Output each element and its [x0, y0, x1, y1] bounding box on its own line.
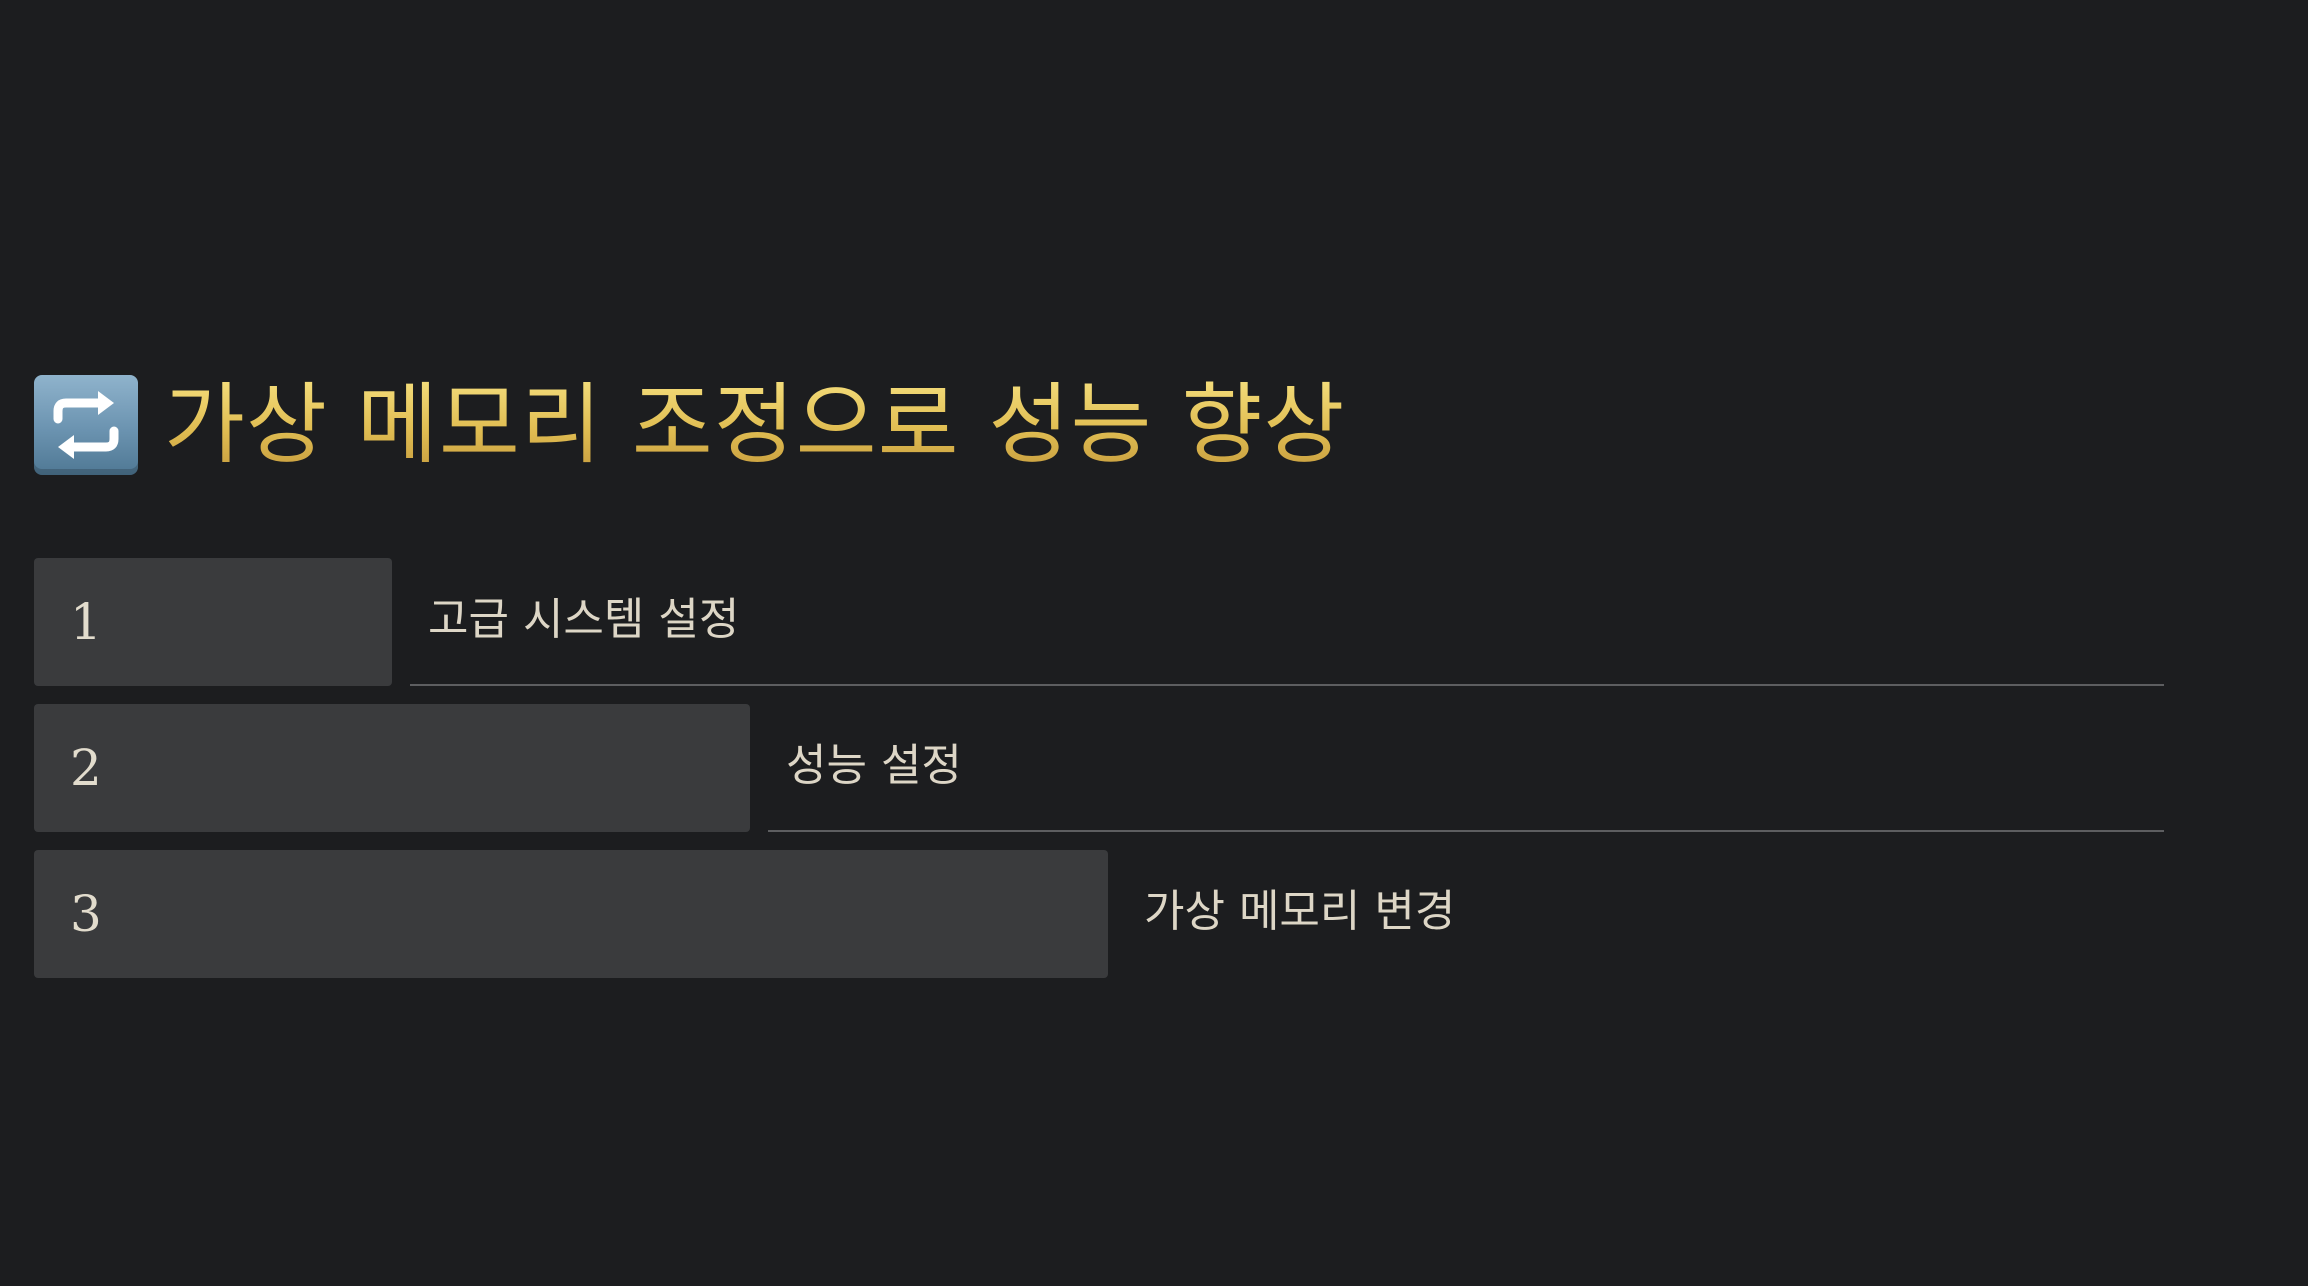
step-bar — [34, 850, 1108, 978]
repeat-arrows-icon — [34, 375, 138, 475]
step-item: 2 성능 설정 — [34, 704, 2164, 832]
step-number: 2 — [70, 739, 102, 797]
step-label: 성능 설정 — [786, 740, 962, 791]
divider — [410, 684, 2164, 686]
step-item: 3 가상 메모리 변경 — [34, 850, 2164, 978]
step-label: 고급 시스템 설정 — [428, 594, 740, 645]
step-item: 1 고급 시스템 설정 — [34, 558, 2164, 686]
step-number: 3 — [70, 885, 102, 943]
page-title: 가상 메모리 조정으로 성능 향상 — [164, 373, 1346, 476]
step-label: 가상 메모리 변경 — [1144, 886, 1456, 937]
step-bar — [34, 558, 392, 686]
step-bar — [34, 704, 750, 832]
step-number: 1 — [70, 593, 102, 651]
steps-list: 1 고급 시스템 설정 2 성능 설정 3 가상 메모리 변경 — [34, 558, 2164, 996]
divider — [768, 830, 2164, 832]
title-row: 가상 메모리 조정으로 성능 향상 — [34, 370, 1345, 480]
